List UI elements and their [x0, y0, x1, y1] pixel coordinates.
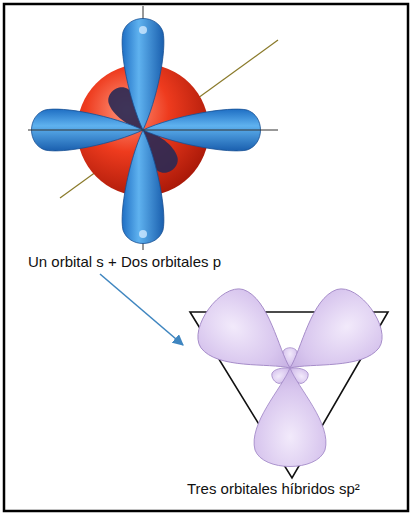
figure-caption: Tres orbitales híbridos sp²	[187, 480, 360, 498]
orbital-figure: Tres orbitales híbridos sp²	[184, 300, 406, 498]
highlight	[139, 230, 147, 238]
s-p-orbitals	[28, 6, 278, 250]
p-lobe	[122, 130, 164, 244]
p-orbitals	[32, 19, 261, 244]
sp2-orbitals	[187, 279, 393, 478]
reaction-arrow	[100, 274, 183, 345]
figure-caption: Un orbital s + Dos orbitales p	[28, 253, 221, 271]
hybrid-lobe	[254, 368, 326, 467]
highlight	[139, 26, 147, 34]
p-lobe	[122, 19, 164, 131]
orbital-figure: Un orbital s + Dos orbitales p	[25, 5, 295, 271]
axis-x	[28, 130, 278, 131]
frame	[4, 4, 408, 511]
